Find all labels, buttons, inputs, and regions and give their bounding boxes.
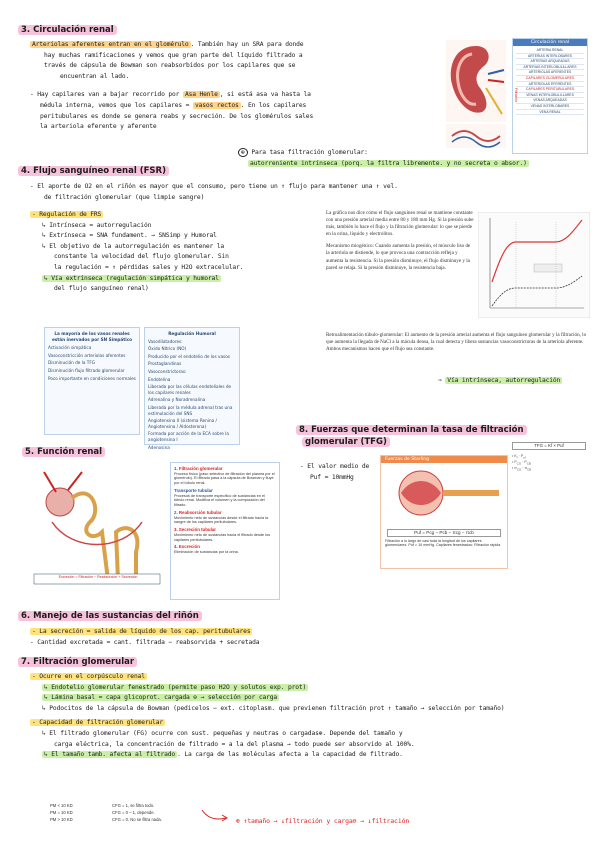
box-item: Angiotensina II (sistema Renina / Angiot… <box>148 418 217 429</box>
box-item: Activación simpática <box>48 345 92 351</box>
flow-row: VENAS INTERLOBULILLARES <box>516 93 584 99</box>
excretion-equation: Excreción = Filtración − Reabsorción + S… <box>58 575 138 579</box>
box-item: Poco importante en condiciones normales <box>48 375 136 381</box>
autoregulation-paragraph: La gráfica nos dice cómo el flujo sanguí… <box>326 210 474 271</box>
box-item: Prostaglandinas <box>148 361 182 367</box>
flow-row: VENA RENAL <box>516 110 584 116</box>
flow-row: ARTERIAS INTERLOBARES <box>516 54 584 60</box>
section-7-text: - Ocurre en el corpúsculo renal ↳ Endote… <box>30 673 505 759</box>
filtration-side-label: Filtración <box>514 88 518 103</box>
puf-value-note: - El valor medio de Puf = 10mmHg <box>300 463 370 481</box>
box-item: Disminución de la TFG <box>48 360 95 366</box>
section-7-title: 7. Filtración glomerular <box>18 656 138 668</box>
humoral-regulation-box: Regulación Humoral Vasodilatadores:Óxido… <box>144 327 240 450</box>
sympathetic-innervation-box: La mayoría de los vasos renales están in… <box>44 327 140 435</box>
nephron-function-diagram <box>32 462 162 594</box>
box-item: Producido por el endotelio de los vasos <box>148 353 230 359</box>
flow-row: VENAS ARQUEADAS <box>516 98 584 104</box>
box-item: Endotelina <box>148 376 171 382</box>
section-3-text: Arteriolas aferentes entran en el glomér… <box>30 41 314 131</box>
section-4-intro: - El aporte de O2 en el riñón es mayor q… <box>30 183 398 201</box>
section-6-title: 6. Manejo de las sustancias del riñón <box>18 610 202 622</box>
flow-row: ARTERIOLAS AFERENTES <box>516 70 584 76</box>
intrinsic-via-label: ⇒ Vía intrínseca, autorregulación <box>438 377 563 384</box>
starling-title: Fuerzas de Starling <box>381 456 507 463</box>
glomerulus-drawing <box>398 470 499 516</box>
box-item: Adrenalina y Noradrenalina <box>148 397 206 403</box>
size-charge-conclusion: ⊕ ↑tamaño → ↓filtración y carga⊖ → ↓filt… <box>236 817 410 825</box>
tfg-side-notes: TFG = Kf × Puf • Kf · Puf• PCG · PCB• πC… <box>512 442 586 562</box>
flow-row: VENAS INTERLOBARES <box>516 104 584 110</box>
kidney-illustration <box>446 40 506 122</box>
section-4-title: 4. Flujo sanguíneo renal (FSR) <box>18 165 169 177</box>
starling-forces-figure: Fuerzas de Starling Puf = Pcg − Pcb − πc… <box>380 455 508 569</box>
section-3-note: ⊕ Para tasa filtración glomerular: autor… <box>238 148 578 169</box>
section-3-title: 3. Circulación renal <box>18 24 117 36</box>
section-5-title: 5. Función renal <box>22 446 106 458</box>
box-item: Formada por acción de la ECA sobre la an… <box>148 431 229 442</box>
section-8-title: 8. Fuerzas que determinan la tasa de fil… <box>296 424 586 448</box>
flow-row: ARTERIAS INTERLOBULILLARES <box>516 65 584 71</box>
section-6-text: - La secreción = salida de líquido de lo… <box>30 628 260 646</box>
cfg-list: CFG = 1, se filtra todo.CFG = 0 – 1, dep… <box>112 803 162 822</box>
box-item: Vasodilatadores: <box>148 338 183 344</box>
box-item: Vasoconstricción arteriolas aferentes <box>48 352 126 358</box>
tfg-equation: TFG = Kf × Puf <box>512 442 586 450</box>
box-item: Disminución flujo filtrado glomerular <box>48 367 125 373</box>
arrow-icon <box>201 809 228 822</box>
flow-row: ARTERIAS ARQUEADAS <box>516 59 584 65</box>
box-item: Liberada por las células endoteliales de… <box>148 384 232 395</box>
flow-row: CAPILARES GLOMERULARES <box>516 76 584 82</box>
puf-equation: Puf = Pcg − Pcb − πcg − πcb <box>387 529 501 537</box>
flow-row: CAPILARES PERITUBULARES <box>516 87 584 93</box>
feedback-paragraph: Retroalimentación túbulo-glomerular: El … <box>326 332 587 353</box>
box-item: Vasoconstrictoras: <box>148 368 187 374</box>
renal-function-steps: 1. Filtración glomerular Proceso físico … <box>170 462 280 600</box>
box-item: Liberada por la médula adrenal tras una … <box>148 404 233 416</box>
flow-row: ARTERIA RENAL <box>516 48 584 54</box>
nephron-mini-illustration <box>446 124 506 148</box>
section-4-regulation: - Regulación de FRS ↳ Intrínseca = autor… <box>30 211 244 293</box>
autoregulation-graph <box>478 212 590 318</box>
flow-row: ARTERIOLAS EFERENTES <box>516 82 584 88</box>
box-item: Óxido Nítrico (NO) <box>148 346 187 352</box>
box-item: Adenosina <box>148 444 170 450</box>
chart-title: Circulación renal <box>513 39 587 46</box>
